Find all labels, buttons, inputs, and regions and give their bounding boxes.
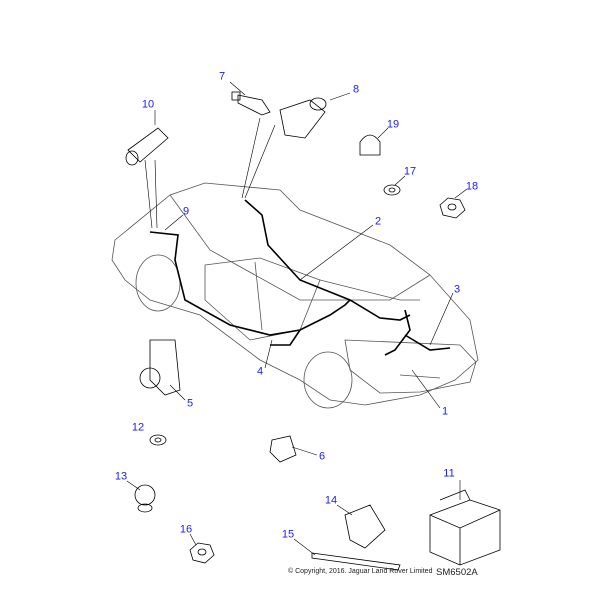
diagram-reference: SM6502A (436, 567, 478, 578)
part-19-cap (359, 134, 381, 156)
callout-14[interactable]: 14 (324, 494, 338, 507)
part-18-nut (439, 197, 466, 219)
part-7-sensor (231, 91, 271, 116)
wiring-harness (149, 199, 451, 356)
part-5-clip (139, 339, 181, 396)
part-14-bracket (344, 504, 386, 549)
leader-lines (126, 81, 468, 556)
callout-8[interactable]: 8 (352, 83, 360, 96)
part-6-clip (269, 435, 297, 463)
part-10-sleeve (125, 127, 169, 166)
part-15-cable-tie (311, 552, 401, 571)
part-8-connector-cover (279, 97, 327, 139)
callout-15[interactable]: 15 (281, 528, 295, 541)
callout-5[interactable]: 5 (186, 397, 194, 410)
car-outline (111, 182, 479, 409)
callout-18[interactable]: 18 (465, 180, 479, 193)
callout-6[interactable]: 6 (318, 450, 326, 463)
copyright-notice: © Copyright, 2016. Jaguar Land Rover Lim… (288, 568, 433, 575)
callout-11[interactable]: 11 (443, 467, 455, 480)
callout-7[interactable]: 7 (218, 70, 226, 83)
callout-2[interactable]: 2 (374, 215, 382, 228)
callout-3[interactable]: 3 (453, 283, 461, 296)
callout-10[interactable]: 10 (141, 98, 155, 111)
callout-17[interactable]: 17 (403, 165, 417, 178)
callout-1[interactable]: 1 (441, 405, 449, 418)
callout-13[interactable]: 13 (114, 470, 128, 483)
part-12-washer (149, 434, 167, 446)
callout-12[interactable]: 12 (131, 421, 145, 434)
part-16-nut (189, 542, 215, 564)
part-11-box (429, 489, 501, 566)
callout-19[interactable]: 19 (386, 118, 400, 131)
callout-16[interactable]: 16 (179, 523, 193, 536)
part-17-washer (383, 184, 401, 196)
part-13-grommet (134, 484, 156, 513)
callout-9[interactable]: 9 (182, 205, 190, 218)
callout-4[interactable]: 4 (256, 365, 264, 378)
